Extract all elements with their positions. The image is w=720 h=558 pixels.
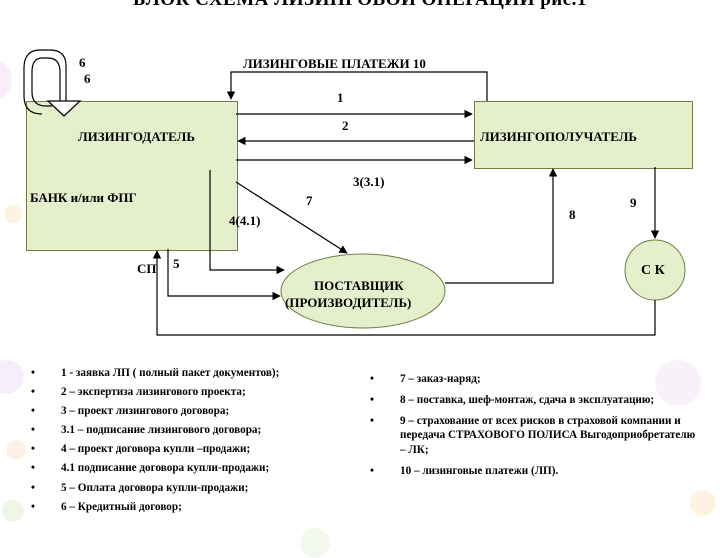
payments-label: ЛИЗИНГОВЫЕ ПЛАТЕЖИ 10 — [243, 56, 426, 71]
label-5: 5 — [173, 256, 180, 271]
loop-credit-6 — [31, 57, 61, 107]
legend-text: 3.1 – подписание лизингового договора; — [61, 424, 262, 437]
legend-item: • 2 – экспертиза лизингового проекта; — [31, 385, 351, 400]
loop-arrow-6 — [46, 100, 82, 117]
bank-label: БАНК и/или ФПГ — [30, 190, 137, 205]
legend-left: • 1 - заявка ЛП ( полный пакет документов… — [31, 366, 351, 519]
lessor-box — [26, 101, 238, 251]
bullet-icon: • — [370, 414, 374, 427]
decor-circle — [0, 60, 12, 100]
legend-text: 1 - заявка ЛП ( полный пакет документов)… — [61, 367, 280, 379]
decor-circle — [2, 500, 24, 522]
legend-text: 6 – Кредитный договор; — [61, 500, 182, 513]
arrow-4 — [209, 170, 285, 275]
legend-item: • 4.1 подписание договора купли-продажи; — [31, 461, 351, 476]
legend-text: 4 – проект договора купли –продажи; — [61, 443, 251, 456]
label-4: 4(4.1) — [229, 213, 261, 228]
bullet-icon: • — [31, 405, 35, 418]
diagram-title: БЛОК СХЕМА ЛИЗИНГОВОЙ ОПЕРАЦИИ рис.1 — [0, 0, 720, 11]
label-1: 1 — [337, 90, 344, 105]
lessee-label: ЛИЗИНГОПОЛУЧАТЕЛЬ — [480, 129, 637, 144]
decor-circle — [6, 440, 26, 460]
bullet-icon: • — [370, 464, 374, 477]
supplier-label-1: ПОСТАВЩИК — [314, 278, 404, 293]
arrow-8 — [445, 168, 558, 284]
legend-item: • 8 – поставка, шеф-монтаж, сдача в экспл… — [370, 393, 700, 408]
legend-item: • 3 – проект лизингового договора; — [31, 404, 351, 419]
arrow-7 — [235, 181, 348, 254]
legend-item: • 9 – страхование от всех рисков в страхо… — [370, 414, 700, 458]
lessor-label: ЛИЗИНГОДАТЕЛЬ — [78, 129, 195, 144]
bullet-icon: • — [370, 373, 374, 385]
supplier-ellipse — [280, 253, 446, 329]
legend-item: • 6 – Кредитный договор; — [31, 500, 351, 515]
decor-circle — [655, 360, 701, 406]
bullet-icon: • — [31, 500, 35, 513]
label-7: 7 — [306, 193, 313, 208]
arrow-5 — [167, 249, 281, 301]
payments-line-10 — [226, 71, 488, 101]
legend-item: • 4 – проект договора купли –продажи; — [31, 442, 351, 457]
legend-item: • 10 – лизинговые платежи (ЛП). — [370, 464, 700, 479]
legend-text: 9 – страхование от всех рисков в страхов… — [400, 414, 696, 457]
bullet-icon: • — [31, 424, 35, 437]
label-2: 2 — [342, 118, 349, 133]
decor-circle — [690, 490, 716, 516]
connectors — [23, 49, 686, 336]
bullet-icon: • — [31, 367, 35, 379]
bullet-icon: • — [31, 443, 35, 456]
legend-item: • 3.1 – подписание лизингового договора; — [31, 423, 351, 438]
loop-credit-6-inner — [23, 49, 67, 115]
legend-item: • 7 – заказ-наряд; — [370, 372, 700, 387]
bullet-icon: • — [31, 481, 35, 494]
label-6a: 6 — [79, 55, 86, 70]
supplier-label-2: (ПРОИЗВОДИТЕЛЬ) — [285, 295, 412, 310]
legend-text: 4.1 подписание договора купли-продажи; — [61, 462, 270, 475]
label-3: 3(3.1) — [353, 174, 385, 189]
legend-text: 8 – поставка, шеф-монтаж, сдача в эксплу… — [400, 393, 655, 406]
legend-text: 10 – лизинговые платежи (ЛП). — [400, 464, 559, 477]
decor-circle — [4, 205, 22, 223]
legend-text: 2 – экспертиза лизингового проекта; — [61, 386, 246, 399]
bullet-icon: • — [370, 393, 374, 406]
arrow-insurer-return — [152, 250, 656, 336]
bullet-icon: • — [31, 462, 35, 475]
legend-right: • 7 – заказ-наряд; • 8 – поставка, шеф-монт… — [370, 372, 700, 483]
legend-text: 7 – заказ-наряд; — [400, 373, 481, 385]
sp-label: СП — [137, 261, 157, 276]
legend-item: • 1 - заявка ЛП ( полный пакет документов… — [31, 366, 351, 381]
legend-text: 3 – проект лизингового договора; — [61, 405, 230, 418]
label-9: 9 — [630, 195, 637, 210]
label-8: 8 — [569, 207, 576, 222]
legend-item: • 5 – Оплата договора купли-продажи; — [31, 481, 351, 496]
legend-text: 5 – Оплата договора купли-продажи; — [61, 481, 249, 494]
insurer-label: С К — [641, 263, 665, 278]
label-6b: 6 — [84, 71, 91, 86]
bullet-icon: • — [31, 386, 35, 399]
lessee-box — [474, 101, 693, 169]
